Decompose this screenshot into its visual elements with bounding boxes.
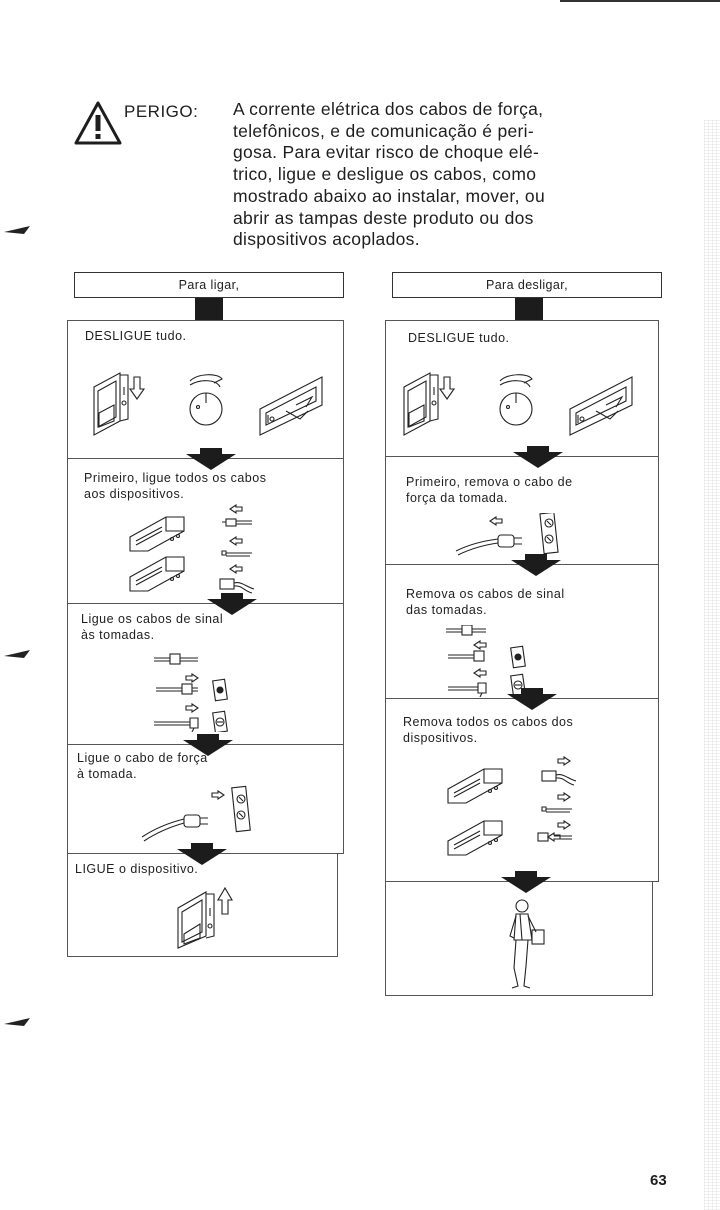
scan-mark — [4, 1018, 30, 1026]
header-block — [195, 298, 223, 320]
step-panel: DESLIGUE tudo. — [67, 320, 344, 458]
step-panel — [385, 882, 653, 996]
devices-cables-illustration — [129, 503, 255, 594]
signal-cables-illustration — [446, 625, 526, 697]
down-arrow-icon — [207, 593, 257, 615]
step-separator — [67, 603, 344, 604]
step-text: Ligue o cabo de força à tomada. — [77, 751, 208, 781]
step-text: DESLIGUE tudo. — [85, 329, 187, 343]
down-arrow-icon — [183, 734, 233, 756]
warning-text: A corrente elétrica dos cabos de força, … — [233, 99, 545, 250]
down-arrow-icon — [186, 448, 236, 470]
step-text: Primeiro, remova o cabo de força da toma… — [406, 475, 573, 505]
step-panel: Remova os cabos de sinal das tomadas. — [385, 565, 659, 698]
power-cord-illustration — [455, 513, 559, 556]
scan-mark — [4, 226, 30, 234]
warning-label: PERIGO: — [124, 102, 199, 121]
warning-triangle-icon — [74, 101, 122, 145]
top-rule — [560, 0, 720, 2]
connect-header: Para ligar, — [74, 272, 344, 298]
step-panel: Primeiro, remova o cabo de força da toma… — [385, 457, 659, 564]
disconnect-header: Para desligar, — [392, 272, 662, 298]
step-panel: Ligue os cabos de sinal às tomadas. — [67, 604, 344, 744]
signal-cables-illustration — [154, 653, 228, 732]
page-number: 63 — [650, 1172, 667, 1189]
header-block — [515, 298, 543, 320]
power-cord-illustration — [141, 785, 251, 842]
step-text: Primeiro, ligue todos os cabos aos dispo… — [84, 471, 267, 501]
scan-mark — [4, 650, 30, 658]
down-arrow-icon — [513, 446, 563, 468]
switches-off-illustration — [93, 372, 323, 436]
step-panel: LIGUE o dispositivo. — [67, 854, 338, 957]
scan-edge — [704, 120, 720, 1210]
step-text: Remova todos os cabos dos dispositivos. — [403, 715, 574, 745]
step-panel: DESLIGUE tudo. — [385, 320, 659, 456]
switches-off-illustration — [403, 372, 633, 436]
switch-on-illustration — [177, 886, 233, 949]
step-text: Ligue os cabos de sinal às tomadas. — [81, 612, 224, 642]
down-arrow-icon — [177, 843, 227, 865]
step-text: LIGUE o dispositivo. — [75, 862, 199, 876]
person-walking-illustration — [509, 899, 545, 989]
down-arrow-icon — [511, 554, 561, 576]
step-panel: Ligue o cabo de força à tomada. — [67, 745, 344, 853]
step-text: Remova os cabos de sinal das tomadas. — [406, 587, 565, 617]
step-panel: Primeiro, ligue todos os cabos aos dispo… — [67, 459, 344, 603]
down-arrow-icon — [507, 688, 557, 710]
step-text: DESLIGUE tudo. — [408, 331, 510, 345]
devices-cables-illustration — [447, 755, 577, 856]
down-arrow-icon — [501, 871, 551, 893]
step-panel: Remova todos os cabos dos dispositivos. — [385, 699, 659, 881]
